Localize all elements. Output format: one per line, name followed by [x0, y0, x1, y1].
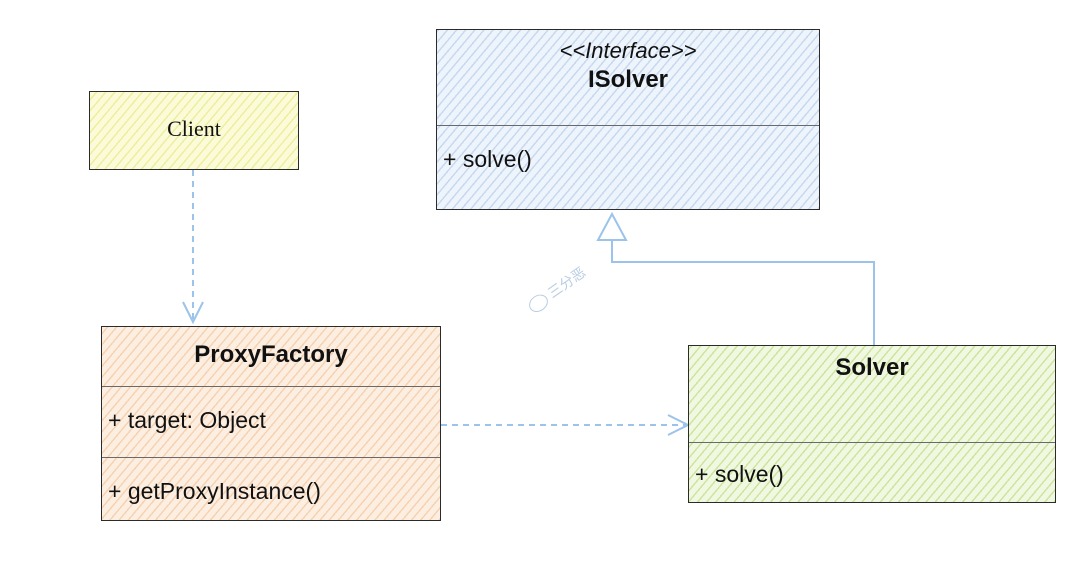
client-label: Client: [167, 116, 221, 141]
proxy-to-solver-arrowhead: [667, 414, 691, 436]
isolver-stereotype: <<Interface>>: [559, 38, 697, 63]
solver-to-isolver-connector: [611, 240, 875, 345]
watermark-text: 三分恶: [545, 264, 589, 302]
proxy-factory-methods-section: + getProxyInstance(): [102, 457, 440, 520]
isolver-name: ISolver: [587, 66, 669, 93]
solver-name: Solver: [835, 354, 909, 381]
proxy-factory-attribute-target: + target: Object: [108, 407, 266, 433]
isolver-methods-section: + solve(): [437, 125, 819, 209]
solver-box[interactable]: Solver + solve(): [688, 345, 1056, 503]
solver-header: Solver: [689, 346, 1055, 442]
client-to-proxy-arrowhead: [182, 301, 204, 325]
isolver-interface-box[interactable]: <<Interface>> ISolver + solve(): [436, 29, 820, 210]
isolver-header: <<Interface>> ISolver: [437, 30, 819, 125]
solver-method-solve: + solve(): [695, 461, 784, 487]
wechat-icon: [525, 290, 552, 316]
client-box[interactable]: Client: [89, 91, 299, 170]
proxy-factory-name: ProxyFactory: [194, 341, 348, 368]
proxy-factory-header: ProxyFactory: [102, 327, 440, 386]
solver-methods-section: + solve(): [689, 442, 1055, 502]
proxy-factory-method-get-proxy-instance: + getProxyInstance(): [108, 478, 321, 504]
proxy-factory-attributes-section: + target: Object: [102, 386, 440, 457]
realization-triangle: [596, 211, 628, 241]
proxy-factory-box[interactable]: ProxyFactory + target: Object + getProxy…: [101, 326, 441, 521]
watermark: 三分恶: [524, 262, 590, 316]
isolver-method-solve: + solve(): [443, 146, 532, 172]
